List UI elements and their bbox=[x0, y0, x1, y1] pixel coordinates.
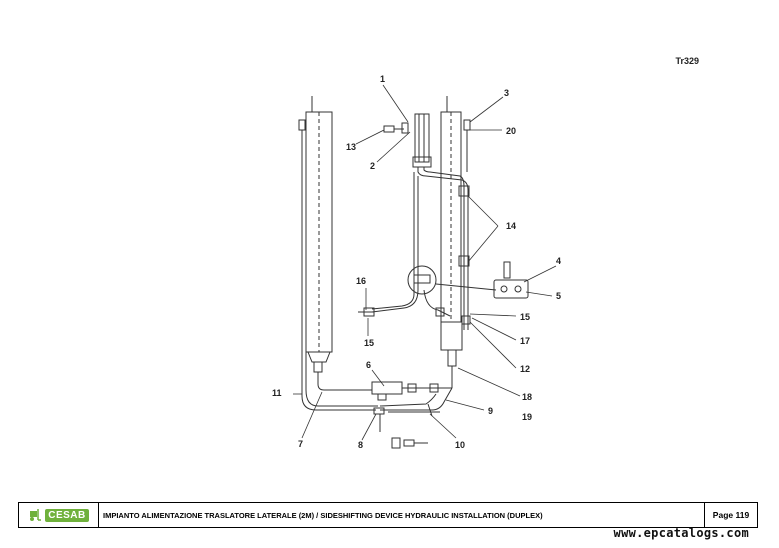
brand-name: CESAB bbox=[45, 508, 89, 522]
callout-12: 12 bbox=[520, 364, 530, 374]
forklift-icon bbox=[30, 509, 42, 521]
callout-6: 6 bbox=[366, 360, 371, 370]
callout-8: 8 bbox=[358, 440, 363, 450]
hose-bundle bbox=[371, 113, 471, 330]
drawing-code: Tr329 bbox=[675, 56, 699, 66]
clamp-screw bbox=[503, 261, 511, 279]
title-block: CESAB IMPIANTO ALIMENTAZIONE TRASLATORE … bbox=[18, 502, 758, 528]
left-cylinder bbox=[298, 96, 333, 396]
callout-13: 13 bbox=[346, 142, 356, 152]
detail-clamp bbox=[413, 274, 431, 284]
watermark: www.epcatalogs.com bbox=[613, 526, 749, 540]
callout-15-right: 15 bbox=[520, 312, 530, 322]
page-number: Page 119 bbox=[704, 503, 757, 527]
clamp-block bbox=[493, 279, 529, 299]
callout-1: 1 bbox=[380, 74, 385, 84]
callout-14: 14 bbox=[506, 221, 516, 231]
right-cylinder bbox=[440, 96, 463, 388]
callout-19: 19 bbox=[522, 412, 532, 422]
callout-7: 7 bbox=[298, 439, 303, 449]
callout-15-left: 15 bbox=[364, 338, 374, 348]
callout-17: 17 bbox=[520, 336, 530, 346]
callout-3: 3 bbox=[504, 88, 509, 98]
document-title: IMPIANTO ALIMENTAZIONE TRASLATORE LATERA… bbox=[103, 510, 543, 520]
callout-11: 11 bbox=[272, 388, 282, 398]
callout-9: 9 bbox=[488, 406, 493, 416]
bottom-piping bbox=[301, 119, 471, 449]
detail-circle bbox=[407, 265, 437, 295]
hydraulic-drawing: 1 2 3 4 5 6 7 8 9 10 11 12 13 14 15 15 1… bbox=[272, 74, 561, 450]
callout-labels: 1 2 3 4 5 6 7 8 9 10 11 12 13 14 15 15 1… bbox=[272, 74, 561, 450]
callout-4: 4 bbox=[556, 256, 561, 266]
callout-5: 5 bbox=[556, 291, 561, 301]
leader-lines bbox=[293, 84, 557, 441]
callout-18: 18 bbox=[522, 392, 532, 402]
callout-16: 16 bbox=[356, 276, 366, 286]
callout-20: 20 bbox=[506, 126, 516, 136]
brand-logo: CESAB bbox=[19, 503, 99, 527]
callout-2: 2 bbox=[370, 161, 375, 171]
callout-10: 10 bbox=[455, 440, 465, 450]
